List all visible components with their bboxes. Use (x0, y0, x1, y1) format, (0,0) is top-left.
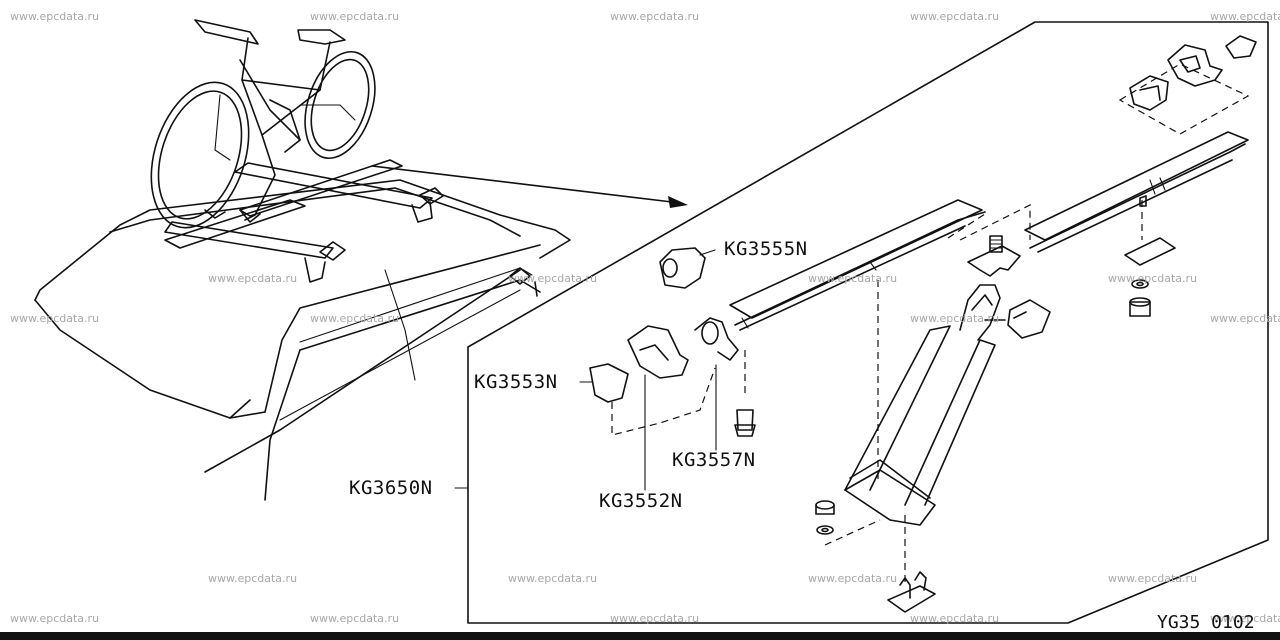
near-rail (729, 199, 986, 331)
watermark: www.epcdata.ru (10, 612, 100, 625)
watermark: www.epcdata.ru (310, 612, 400, 625)
callout-arrow (371, 165, 688, 208)
watermark: www.epcdata.ru (1108, 272, 1198, 285)
watermark: www.epcdata.ru (808, 272, 898, 285)
watermark: www.epcdata.ru (910, 312, 1000, 325)
watermark: www.epcdata.ru (1210, 312, 1280, 325)
exploded-view-frame (467, 21, 1269, 624)
watermark: www.epcdata.ru (208, 572, 298, 585)
watermark: www.epcdata.ru (1210, 612, 1280, 625)
part-label-kg3552n[interactable]: KG3552N (599, 490, 683, 512)
rail-connector (947, 204, 1031, 277)
far-end-parts (1118, 35, 1257, 135)
part-label-kg3650n[interactable]: KG3650N (349, 477, 433, 499)
leader-lines (454, 249, 717, 491)
bicycle-illustration (150, 19, 376, 229)
part-label-kg3553n[interactable]: KG3553N (474, 371, 558, 393)
watermark: www.epcdata.ru (808, 572, 898, 585)
part-label-kg3557n[interactable]: KG3557N (672, 449, 756, 471)
watermark: www.epcdata.ru (10, 10, 100, 23)
car-roof-illustration (34, 179, 571, 501)
watermark: www.epcdata.ru (610, 10, 700, 23)
watermark: www.epcdata.ru (508, 572, 598, 585)
watermark: www.epcdata.ru (910, 612, 1000, 625)
bolt-stack-bottom (815, 500, 936, 613)
watermark: www.epcdata.ru (208, 272, 298, 285)
watermark: www.epcdata.ru (310, 10, 400, 23)
bolt-stack-right (1124, 195, 1176, 317)
bike-holder-bracket (844, 280, 1051, 526)
watermark: www.epcdata.ru (10, 312, 100, 325)
watermark: www.epcdata.ru (508, 272, 598, 285)
diagram-code: YG35 0102 (1157, 612, 1255, 633)
watermark: www.epcdata.ru (610, 612, 700, 625)
watermark: www.epcdata.ru (1210, 10, 1280, 23)
near-end-parts (589, 247, 756, 437)
far-rail (1024, 131, 1249, 253)
watermark: www.epcdata.ru (1108, 572, 1198, 585)
watermark: www.epcdata.ru (910, 10, 1000, 23)
watermark: www.epcdata.ru (310, 312, 400, 325)
bottom-border (0, 632, 1280, 640)
part-label-kg3555n[interactable]: KG3555N (724, 238, 808, 260)
